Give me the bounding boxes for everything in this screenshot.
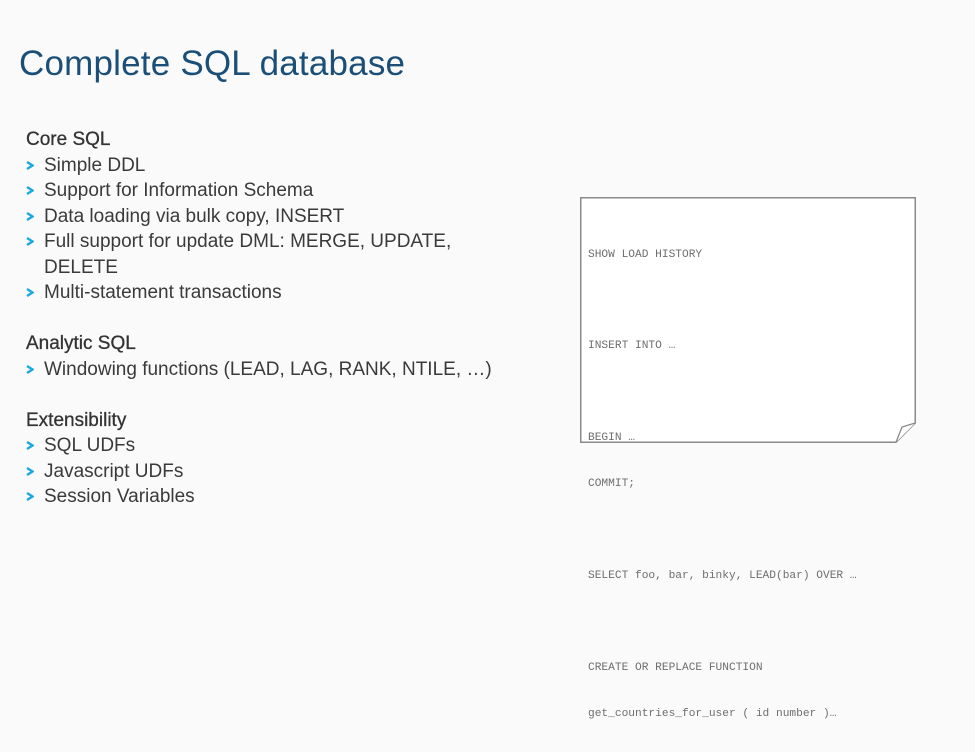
bullet-list: Simple DDL Support for Information Schem… xyxy=(26,153,546,306)
chevron-right-icon xyxy=(26,433,38,459)
code-line: get_countries_for_user ( id number )… xyxy=(588,707,837,720)
list-item-label: Session Variables xyxy=(44,486,195,507)
code-line: SHOW LOAD HISTORY xyxy=(588,248,703,261)
code-sample: SHOW LOAD HISTORY INSERT INTO … BEGIN … … xyxy=(588,217,857,752)
list-item-label: Javascript UDFs xyxy=(44,460,184,482)
section-analytic-sql: Analytic SQL Windowing functions (LEAD, … xyxy=(26,331,546,382)
code-line: CREATE OR REPLACE FUNCTION xyxy=(588,661,763,674)
list-item-label: Support for Information Schema xyxy=(44,180,314,201)
section-extensibility: Extensibility SQL UDFs Javascript UDFs S… xyxy=(26,408,546,510)
slide-title: Complete SQL database xyxy=(19,44,406,83)
section-spacer xyxy=(26,306,546,332)
code-line: SELECT foo, bar, binky, LEAD(bar) OVER … xyxy=(588,569,857,582)
chevron-right-icon xyxy=(26,280,38,306)
code-line xyxy=(588,385,857,400)
chevron-right-icon xyxy=(26,178,38,204)
code-line xyxy=(588,523,857,538)
list-item-label: Data loading via bulk copy, INSERT xyxy=(44,205,345,227)
chevron-right-icon xyxy=(26,153,38,179)
list-item: Multi-statement transactions xyxy=(26,280,546,306)
list-item: Windowing functions (LEAD, LAG, RANK, NT… xyxy=(26,357,546,383)
list-item: Support for Information Schema xyxy=(26,178,546,204)
list-item: SQL UDFs xyxy=(26,433,546,459)
list-item-label: Windowing functions (LEAD, LAG, RANK, NT… xyxy=(44,358,492,380)
section-core-sql: Core SQL Simple DDL Support for Informat… xyxy=(26,127,546,306)
chevron-right-icon xyxy=(26,204,38,230)
chevron-right-icon xyxy=(26,357,38,383)
page-curl-icon xyxy=(580,197,916,443)
section-heading: Extensibility xyxy=(26,409,127,431)
list-item: Data loading via bulk copy, INSERT xyxy=(26,204,546,230)
list-item-label: Full support for update DML: MERGE, UPDA… xyxy=(44,231,452,252)
section-heading: Analytic SQL xyxy=(26,333,136,354)
list-item: Full support for update DML: MERGE, UPDA… xyxy=(26,229,546,280)
code-line: INSERT INTO … xyxy=(588,340,676,353)
list-item-label: SQL UDFs xyxy=(44,435,136,456)
feature-list: Core SQL Simple DDL Support for Informat… xyxy=(26,127,546,510)
code-line: BEGIN … xyxy=(588,432,635,445)
list-item: Simple DDL xyxy=(26,153,546,179)
code-line xyxy=(588,293,857,308)
list-item: Javascript UDFs xyxy=(26,459,546,485)
chevron-right-icon xyxy=(26,484,38,510)
chevron-right-icon xyxy=(26,459,38,485)
section-spacer xyxy=(26,382,546,408)
list-item-label: Multi-statement transactions xyxy=(44,282,282,303)
chevron-right-icon xyxy=(26,229,38,255)
bullet-list: Windowing functions (LEAD, LAG, RANK, NT… xyxy=(26,357,546,383)
code-line: COMMIT; xyxy=(588,478,635,491)
list-item-continuation: DELETE xyxy=(44,256,118,278)
bullet-list: SQL UDFs Javascript UDFs Session Variabl… xyxy=(26,433,546,510)
section-heading: Core SQL xyxy=(26,129,111,150)
code-line xyxy=(588,615,857,630)
list-item: Session Variables xyxy=(26,484,546,510)
list-item-label: Simple DDL xyxy=(44,154,146,176)
code-sample-card: SHOW LOAD HISTORY INSERT INTO … BEGIN … … xyxy=(580,197,916,720)
